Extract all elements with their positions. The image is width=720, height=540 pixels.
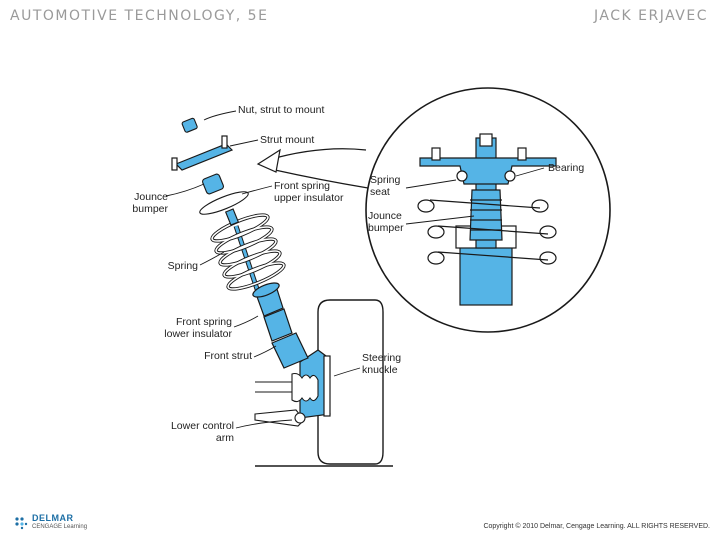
detail-magnifier <box>256 87 611 333</box>
author-name: JACK ERJAVEC <box>594 8 708 24</box>
label-lower-control-arm: Lower control arm <box>170 420 234 444</box>
copyright-notice: Copyright © 2010 Delmar, Cengage Learnin… <box>483 523 710 530</box>
strut-mount <box>171 135 234 171</box>
label-upper-insulator: Front spring upper insulator <box>274 180 344 204</box>
label-detail-spring-seat: Spring seat <box>370 174 401 198</box>
jounce-bumper-part <box>202 173 224 195</box>
coil-spring <box>210 213 286 291</box>
lower-control-arm <box>254 409 306 427</box>
label-nut: Nut, strut to mount <box>238 104 325 116</box>
drive-axle <box>255 372 319 403</box>
label-strut-mount: Strut mount <box>260 134 315 146</box>
label-detail-jounce-bumper: Jounce bumper <box>368 210 404 234</box>
wheel <box>317 299 384 465</box>
label-steering-knuckle: Steering knuckle <box>362 352 402 376</box>
publisher-logo: DELMAR CENGAGE Learning <box>14 514 87 532</box>
coil-spring-inner <box>211 214 285 290</box>
logo-sub-text: CENGAGE Learning <box>32 524 88 530</box>
label-detail-bearing: Bearing <box>548 162 585 174</box>
label-jounce-bumper: Jounce bumper <box>132 191 168 215</box>
label-lower-insulator: Front spring lower insulator <box>164 316 232 340</box>
logo-main-text: DELMAR <box>32 513 74 523</box>
strut-nut <box>181 117 198 133</box>
book-title: AUTOMOTIVE TECHNOLOGY, 5E <box>10 8 269 24</box>
leader-lines <box>165 110 361 429</box>
label-spring: Spring <box>167 260 198 272</box>
upper-insulator <box>199 191 249 226</box>
label-front-strut: Front strut <box>204 350 252 362</box>
delmar-dots-icon <box>15 517 28 530</box>
